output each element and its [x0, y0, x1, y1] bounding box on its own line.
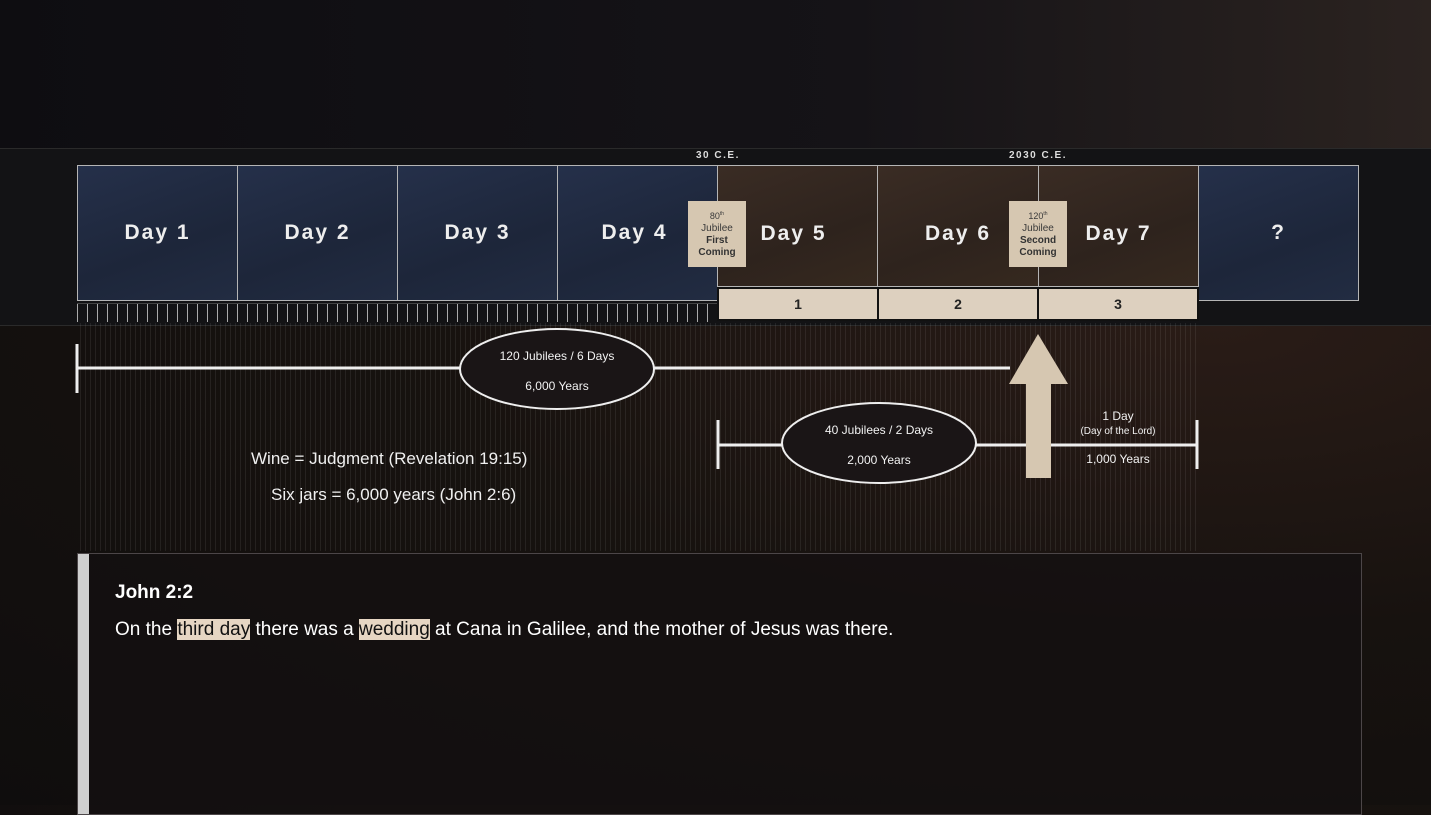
highlight-third-day: third day [177, 619, 251, 640]
top-band [0, 0, 1431, 148]
second-coming-arrow [1009, 334, 1068, 478]
day-4-box: Day 4 [557, 165, 718, 301]
six-thousand-label-bottom: 6,000 Years [525, 379, 588, 393]
scripture-reference: John 2:2 [115, 582, 194, 603]
two-thousand-years-ellipse [781, 402, 977, 484]
second-coming-label: 120th Jubilee Second Coming [1009, 201, 1067, 267]
first-coming-label: 80th Jubilee First Coming [688, 201, 746, 267]
quote-accent-bar [78, 554, 89, 814]
day-1-box: Day 1 [77, 165, 238, 301]
scripture-quote-panel: John 2:2 On the third day there was a we… [77, 553, 1362, 815]
date-first-coming: 30 C.E. [696, 150, 740, 161]
day-2-box: Day 2 [237, 165, 398, 301]
wine-judgment-note: Wine = Judgment (Revelation 19:15) [251, 449, 528, 468]
number-cell-2: 2 [877, 287, 1039, 321]
six-jars-note: Six jars = 6,000 years (John 2:6) [271, 485, 517, 504]
day-of-lord-label-2: (Day of the Lord) [1080, 426, 1155, 437]
unknown-day-box: ? [1198, 165, 1359, 301]
highlight-wedding: wedding [358, 619, 430, 640]
number-cell-3: 3 [1037, 287, 1199, 321]
two-thousand-label-bottom: 2,000 Years [847, 453, 910, 467]
six-thousand-label-top: 120 Jubilees / 6 Days [500, 349, 615, 363]
tick-marks [77, 303, 717, 322]
scripture-text: On the third day there was a wedding at … [115, 619, 894, 640]
day-of-lord-label-3: 1,000 Years [1086, 452, 1149, 466]
six-thousand-years-ellipse [459, 328, 655, 410]
date-second-coming: 2030 C.E. [1009, 150, 1067, 161]
number-cell-1: 1 [717, 287, 879, 321]
two-thousand-label-top: 40 Jubilees / 2 Days [825, 423, 933, 437]
day-of-lord-label-1: 1 Day [1102, 409, 1133, 423]
